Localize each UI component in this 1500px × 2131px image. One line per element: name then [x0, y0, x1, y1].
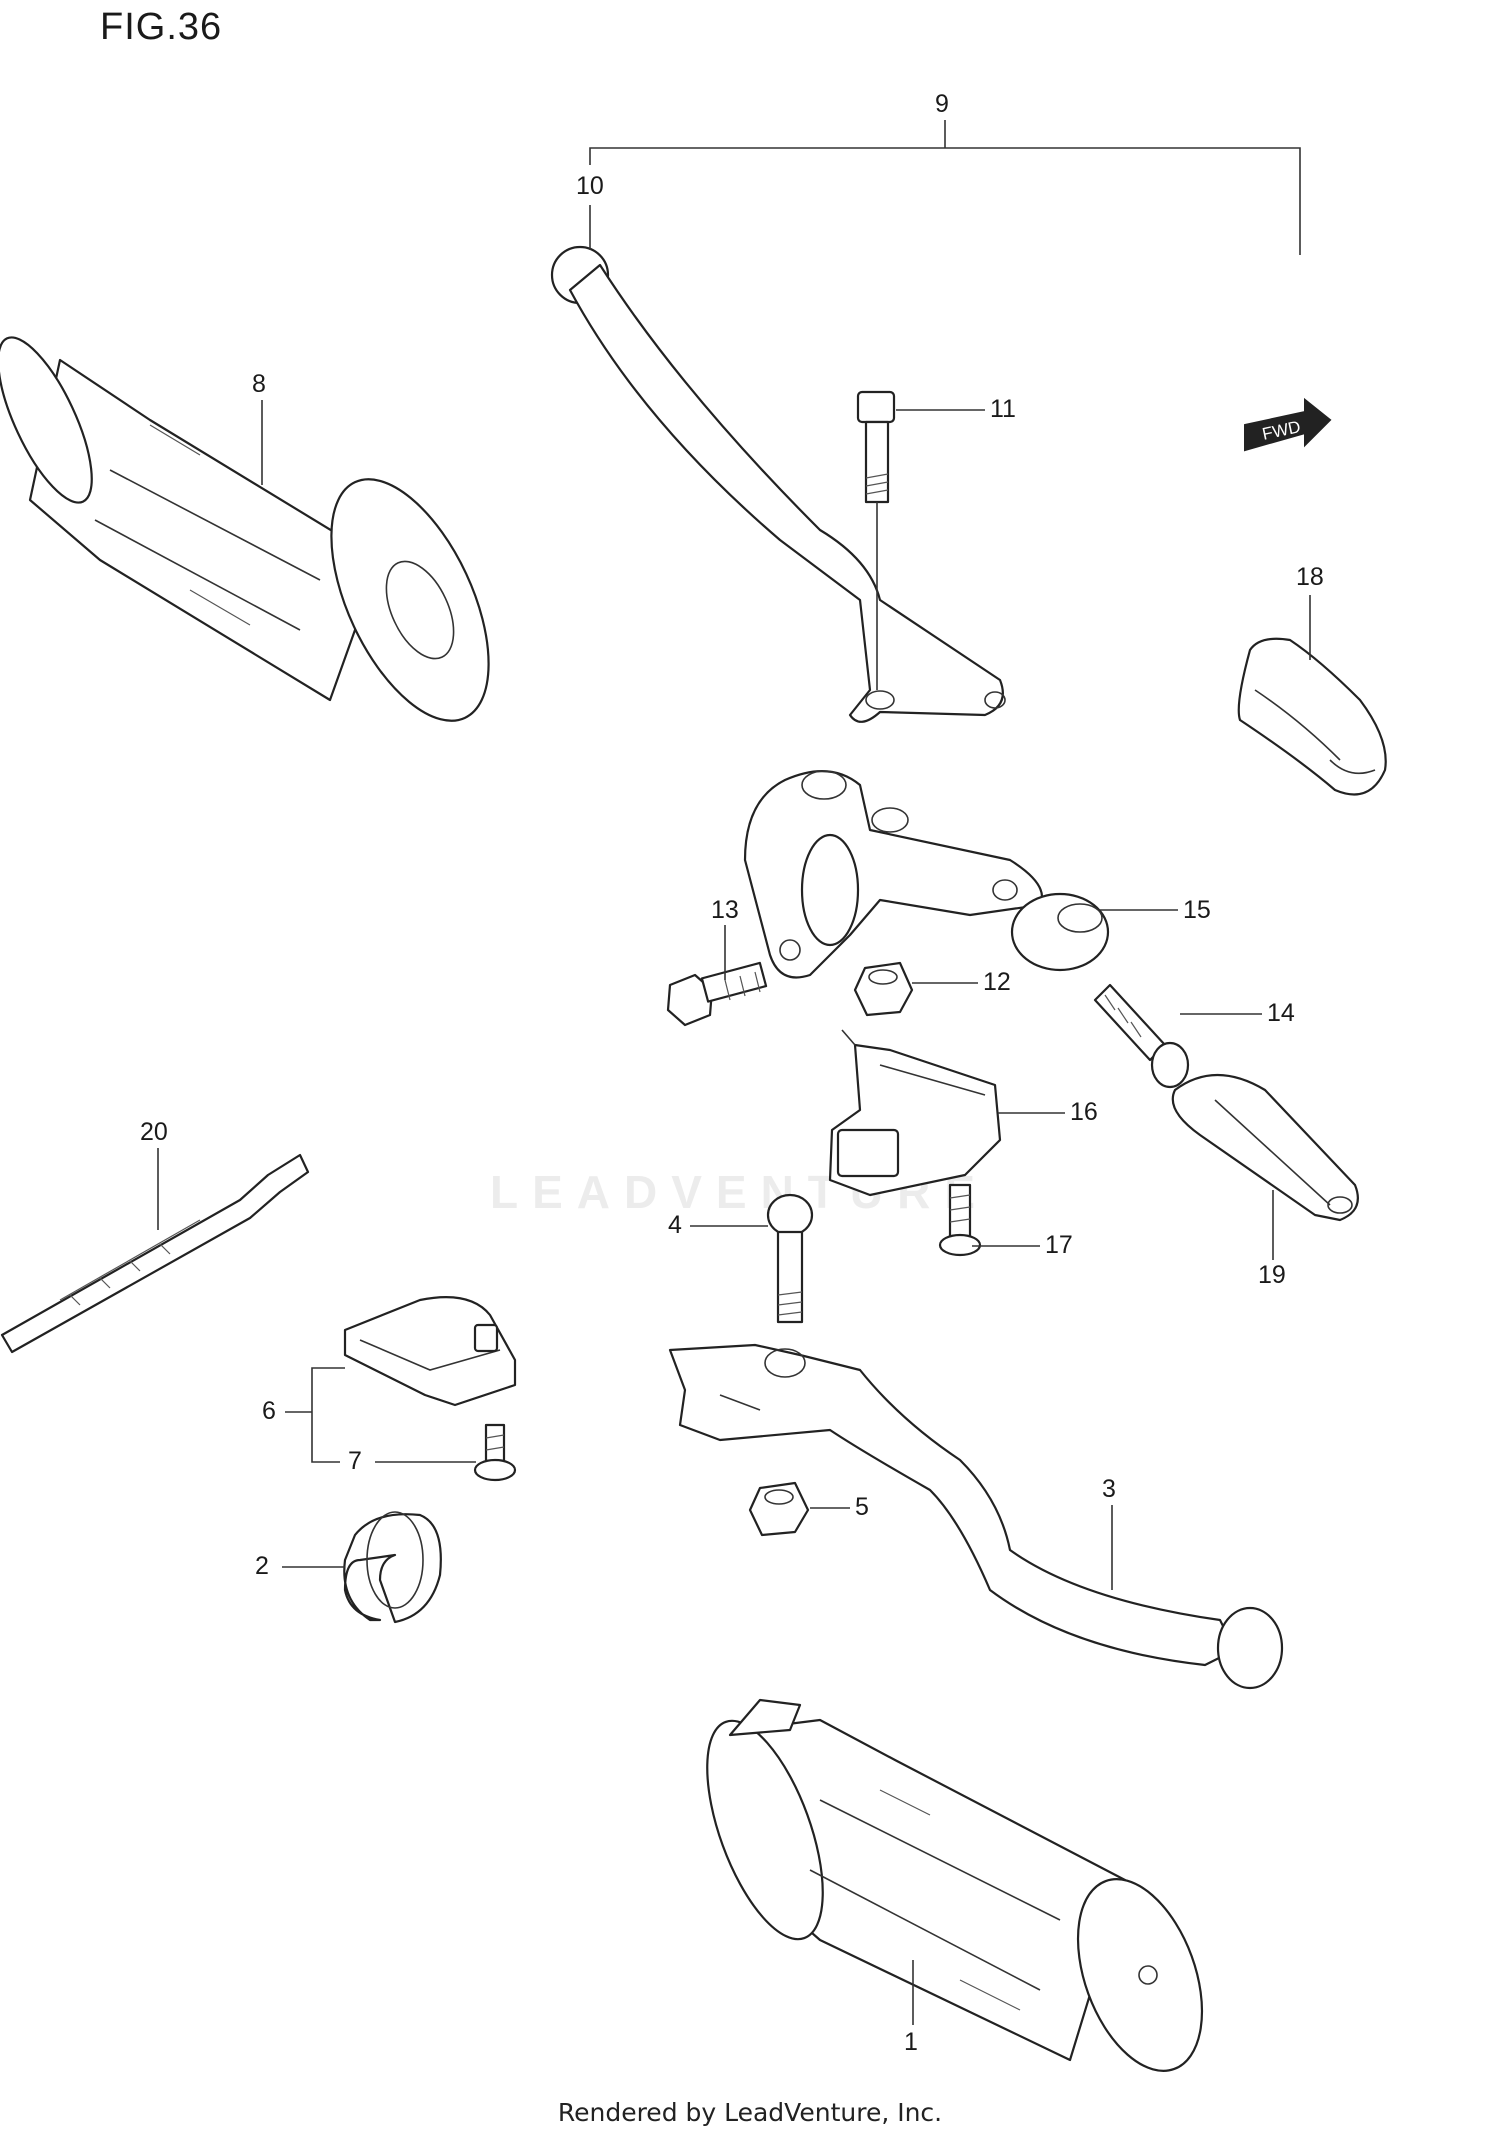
callout-3: 3 [1102, 1475, 1116, 1503]
switch-16-part [828, 1029, 1002, 1197]
callout-6: 6 [262, 1397, 276, 1425]
callout-14: 14 [1267, 999, 1295, 1027]
figure-title: FIG.36 [100, 6, 223, 48]
callout-4: 4 [668, 1211, 682, 1239]
grip-left-part [0, 336, 490, 722]
callout-15: 15 [1183, 896, 1211, 924]
pivot-bolt-4-part [766, 1193, 814, 1324]
callout-7: 7 [348, 1447, 362, 1475]
lever-assembly-top-part [550, 245, 1006, 723]
nut-12-part [853, 961, 914, 1017]
callout-11: 11 [990, 395, 1016, 423]
callout-17: 17 [1045, 1231, 1073, 1259]
clamp-ring-2-part [343, 1511, 442, 1624]
screw-7-part [473, 1423, 517, 1482]
callout-19: 19 [1258, 1261, 1286, 1289]
grip-right-part [706, 1698, 1204, 2072]
nut-5-part [748, 1481, 810, 1537]
callout-16: 16 [1070, 1098, 1098, 1126]
callout-13: 13 [711, 896, 739, 924]
screw-17-part [938, 1183, 982, 1257]
callout-8: 8 [252, 370, 266, 398]
callout-5: 5 [855, 1493, 869, 1521]
callout-2: 2 [255, 1552, 269, 1580]
callout-20: 20 [140, 1118, 168, 1146]
callout-12: 12 [983, 968, 1011, 996]
fwd-arrow-icon [1244, 397, 1332, 452]
callout-9: 9 [935, 90, 949, 118]
lever-3-part [668, 1343, 1284, 1690]
leader-lines [157, 120, 1311, 2025]
bolt-13-part [666, 961, 768, 1027]
lever-holder-part [743, 770, 1044, 979]
boot-19-part [1171, 1074, 1359, 1222]
callout-10: 10 [576, 172, 604, 200]
lever-cover-18-part [1237, 637, 1387, 796]
adjuster-bolt-14-part [1093, 983, 1190, 1089]
adjuster-ring-15-part [1010, 892, 1110, 972]
callout-18: 18 [1296, 563, 1324, 591]
footer-credit: Rendered by LeadVenture, Inc. [557, 2098, 943, 2127]
callout-1: 1 [904, 2028, 918, 2056]
switch-6-part [343, 1296, 517, 1407]
cable-tie-20-part [0, 1153, 310, 1354]
pivot-bolt-11-part [856, 390, 896, 690]
